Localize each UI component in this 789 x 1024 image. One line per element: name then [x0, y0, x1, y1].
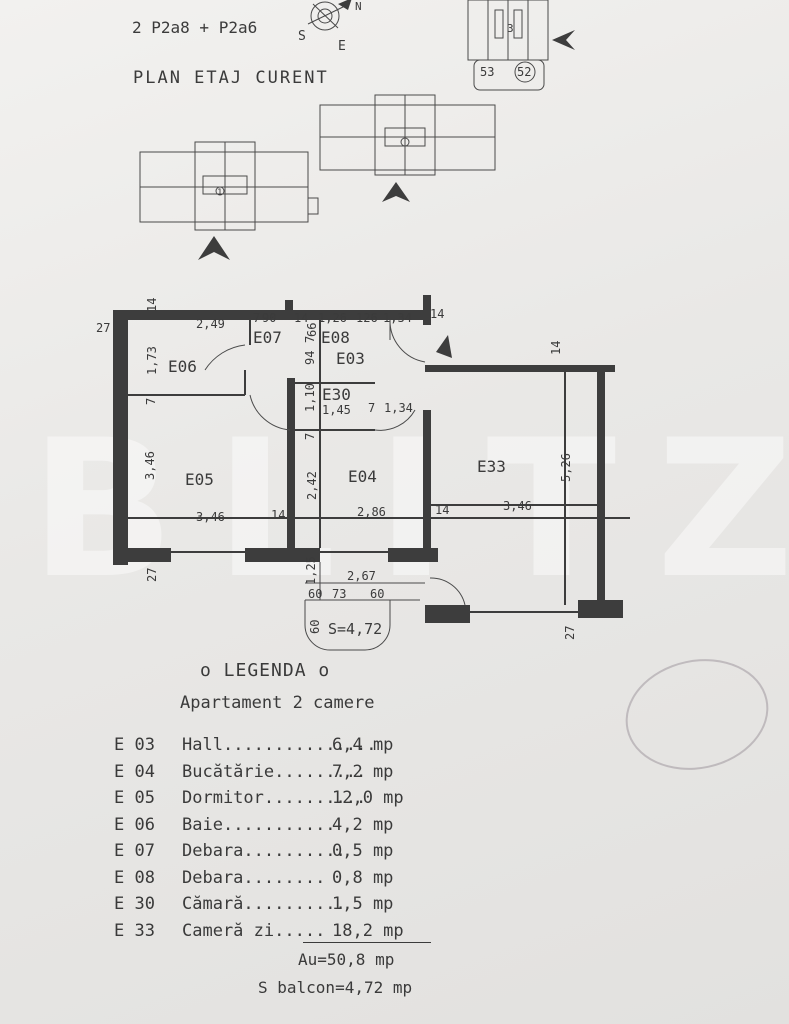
entrance-arrow-icon — [552, 30, 575, 50]
legend-name: Baie........... — [182, 814, 336, 835]
apartment-walls — [113, 295, 623, 623]
svg-text:2,49: 2,49 — [196, 317, 225, 331]
legend-value: 7,2 mp — [332, 761, 394, 782]
svg-text:1,73: 1,73 — [145, 346, 159, 375]
svg-text:2,42: 2,42 — [305, 471, 319, 500]
svg-text:14: 14 — [430, 307, 444, 321]
legend-code: E 03 — [114, 735, 155, 755]
legend-value: 0,5 mp — [332, 841, 394, 861]
legend-code: E 07 — [114, 841, 155, 861]
legend-code: E 06 — [114, 814, 155, 835]
svg-text:7: 7 — [253, 311, 260, 325]
svg-text:27: 27 — [563, 626, 577, 640]
legend-value: 12,0 mp — [332, 788, 404, 808]
legend-name: Debara.......... — [182, 841, 346, 861]
svg-text:14: 14 — [435, 503, 449, 517]
legend-name: Bucătărie......... — [182, 761, 367, 782]
legend-code: E 33 — [114, 920, 155, 941]
entrance-arrow-icon — [436, 335, 452, 358]
entrance-arrow-icon — [382, 182, 410, 202]
svg-text:3,46: 3,46 — [196, 510, 225, 524]
unit-52: 52 — [517, 65, 531, 79]
dimension-labels: 2,49 7 90 14 1,26 126 1,34 14 27 14 1,73… — [96, 298, 577, 640]
room-e30: E30 — [322, 385, 351, 404]
svg-text:90: 90 — [262, 311, 276, 325]
mini-plan-left — [139, 141, 319, 231]
room-e06: E06 — [168, 357, 197, 376]
svg-text:7: 7 — [303, 336, 317, 343]
plan-title: PLAN ETAJ CURENT — [133, 68, 329, 88]
svg-text:27: 27 — [96, 321, 110, 335]
legend-code: E 30 — [114, 894, 155, 914]
total-balcony-area: S balcon=4,72 mp — [258, 978, 413, 997]
svg-text:7: 7 — [303, 433, 317, 440]
floor-plan-drawing: 2 P2a8 + P2a6 PLAN ETAJ CURENT N S E 3 5… — [96, 0, 630, 651]
svg-text:14: 14 — [271, 508, 285, 522]
room-e08: E08 — [321, 328, 350, 347]
legend-value: 18,2 mp — [332, 920, 404, 941]
svg-text:1,34: 1,34 — [383, 311, 412, 325]
svg-text:2,86: 2,86 — [357, 505, 386, 519]
legend-value: 6,4 mp — [332, 735, 394, 755]
mini-plan-middle — [319, 94, 496, 176]
legend-name: Cămară.......... — [182, 894, 346, 914]
svg-text:14: 14 — [294, 311, 308, 325]
building-code: 2 P2a8 + P2a6 — [132, 18, 257, 37]
totals-rule — [303, 942, 431, 943]
legend-code: E 08 — [114, 867, 155, 888]
legend-subtitle: Apartament 2 camere — [180, 693, 375, 713]
stair-label-1: 1 — [217, 188, 222, 198]
svg-text:126: 126 — [356, 311, 378, 325]
svg-text:2,67: 2,67 — [347, 569, 376, 583]
door-swings — [204, 319, 466, 606]
svg-text:94: 94 — [303, 351, 317, 365]
svg-text:1,26: 1,26 — [318, 311, 347, 325]
entrance-arrow-icon — [198, 236, 230, 260]
total-useful-area: Au=50,8 mp — [298, 950, 395, 969]
svg-text:7: 7 — [368, 401, 375, 415]
compass-n: N — [355, 0, 362, 13]
legend-name: Dormitor.......... — [182, 788, 367, 808]
room-e04: E04 — [348, 467, 377, 486]
legend-name: Hall............... — [182, 735, 377, 755]
stair-label-3: 3 — [507, 22, 514, 35]
mini-plan-top — [467, 0, 549, 91]
svg-text:1,34: 1,34 — [384, 401, 413, 415]
svg-text:1,25: 1,25 — [304, 556, 318, 585]
room-e07: E07 — [253, 328, 282, 347]
legend-value: 4,2 mp — [332, 814, 394, 835]
balcony-area: S=4,72 — [328, 620, 382, 638]
svg-text:60: 60 — [370, 587, 384, 601]
svg-text:66: 66 — [305, 323, 319, 337]
svg-text:14: 14 — [145, 298, 159, 312]
svg-text:3,46: 3,46 — [143, 451, 157, 480]
legend-code: E 05 — [114, 788, 155, 808]
svg-text:73: 73 — [332, 587, 346, 601]
legend-name: Cameră zi..... — [182, 920, 326, 941]
svg-text:14: 14 — [549, 341, 563, 355]
legend-name: Debara........ — [182, 867, 326, 888]
svg-text:27: 27 — [145, 568, 159, 582]
svg-text:7: 7 — [144, 398, 158, 405]
unit-53: 53 — [480, 65, 494, 79]
legend-value: 1,5 mp — [332, 894, 394, 914]
compass-icon — [307, 0, 352, 31]
legend-code: E 04 — [114, 761, 155, 782]
compass-e: E — [338, 39, 346, 54]
svg-text:60: 60 — [308, 587, 322, 601]
legend-value: 0,8 mp — [332, 867, 394, 888]
svg-text:3,46: 3,46 — [503, 499, 532, 513]
svg-text:1,45: 1,45 — [322, 403, 351, 417]
room-e05: E05 — [185, 470, 214, 489]
stamp-seal — [615, 646, 779, 783]
svg-text:1,10: 1,10 — [303, 383, 317, 412]
legend-title: o LEGENDA o — [200, 660, 331, 681]
svg-text:60: 60 — [308, 620, 322, 634]
svg-text:5,26: 5,26 — [559, 453, 573, 482]
room-e03: E03 — [336, 349, 365, 368]
compass-s: S — [298, 29, 306, 44]
inner-partitions — [128, 320, 630, 613]
balcony — [304, 562, 425, 651]
room-e33: E33 — [477, 457, 506, 476]
